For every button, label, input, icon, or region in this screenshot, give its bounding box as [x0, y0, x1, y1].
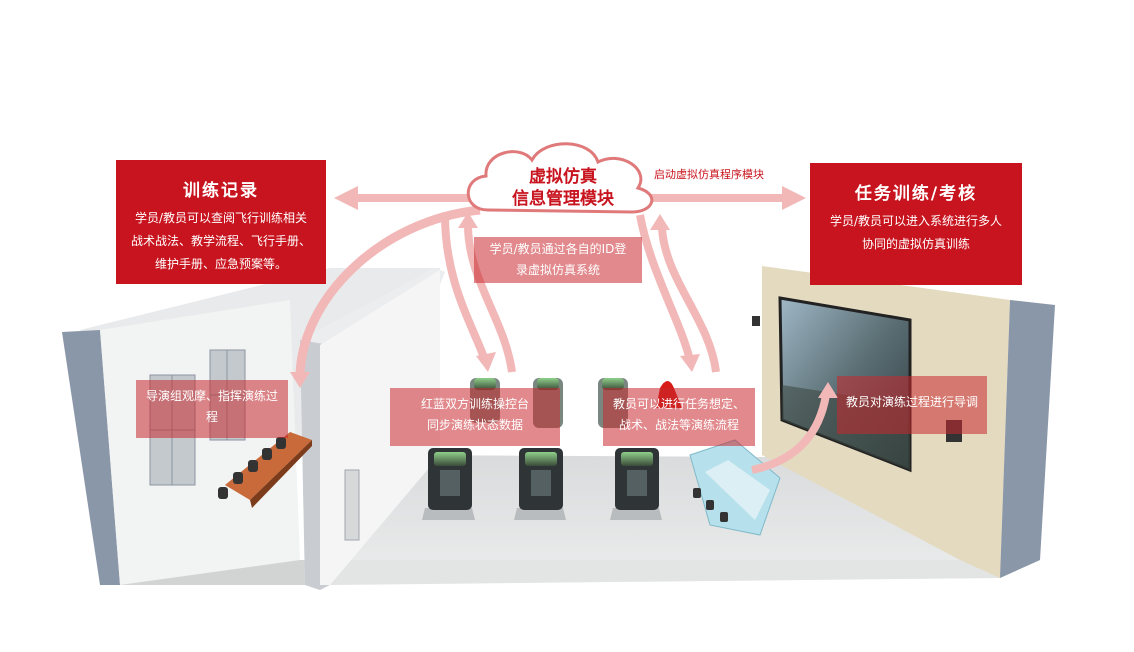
launch-program-label: 启动虚拟仿真程序模块: [654, 168, 764, 181]
arrow-login-up-right: [658, 227, 720, 373]
console-note-box: 红蓝双方训练操控台 同步演练状态数据: [390, 388, 560, 446]
training-record-box: 训练记录 学员/教员可以查阅飞行训练相关 战术战法、教学流程、飞行手册、 维护手…: [116, 160, 326, 284]
arrow-to-guide: [751, 394, 830, 474]
arrow-login-up-left: [464, 224, 516, 373]
arrow-login-down-right: [636, 214, 694, 361]
director-note-line-1: 导演组观摩、指挥演练过: [145, 389, 278, 403]
training-record-line-1: 学员/教员可以查阅飞行训练相关: [134, 211, 308, 225]
arrow-to-mission-training: [645, 186, 806, 210]
center-module-line1: 虚拟仿真: [529, 167, 597, 187]
instructor-guide-note-line-1: 教员对演练过程进行导调: [845, 395, 978, 409]
conference-table: [225, 432, 312, 500]
mission-training-line-2: 协同的虚拟仿真训练: [861, 237, 970, 251]
room-floor-right: [330, 560, 1040, 585]
center-module-line2: 信息管理模块: [512, 189, 614, 209]
arrow-to-training-record: [334, 186, 472, 210]
login-note-line-2: 录虚拟仿真系统: [515, 263, 600, 277]
login-note-line-1: 学员/教员通过各自的ID登: [489, 242, 627, 256]
training-record-line-3: 维护手册、应急预案等。: [154, 257, 287, 271]
training-record-line-2: 战术战法、教学流程、飞行手册、: [130, 234, 311, 248]
cloud-shape: [466, 142, 654, 214]
left-room-side-wall: [100, 300, 300, 585]
instructor-plan-note-box: 教员可以进行任务想定、 战术、战法等演练流程: [603, 388, 755, 446]
door: [344, 469, 360, 541]
simulator-pod-front-1: [422, 448, 475, 520]
right-outer-wall: [1000, 300, 1055, 578]
simulator-pod-front-3: [610, 448, 662, 520]
mission-training-box: 任务训练/考核 学员/教员可以进入系统进行多人 协同的虚拟仿真训练: [810, 163, 1022, 285]
left-outer-wall: [62, 330, 120, 585]
mission-training-title: 任务训练/考核: [854, 184, 978, 204]
login-note-box: 学员/教员通过各自的ID登 录虚拟仿真系统: [474, 237, 642, 283]
director-note-box: 导演组观摩、指挥演练过 程: [136, 380, 288, 438]
arrow-login-down-left: [441, 214, 489, 362]
console-note-line-2: 同步演练状态数据: [426, 418, 523, 432]
console-note-line-1: 红蓝双方训练操控台: [420, 397, 529, 411]
instructor-plan-note-line-1: 教员可以进行任务想定、: [612, 397, 745, 411]
instructor-plan-note-line-2: 战术、战法等演练流程: [618, 418, 739, 432]
mission-training-line-1: 学员/教员可以进入系统进行多人: [829, 214, 1003, 228]
simulator-pod-front-2: [514, 448, 566, 520]
director-note-line-2: 程: [205, 410, 218, 424]
center-module-label: 虚拟仿真 信息管理模块: [478, 166, 648, 210]
instructor-guide-note-box: 教员对演练过程进行导调: [837, 376, 987, 434]
training-record-title: 训练记录: [183, 181, 259, 201]
